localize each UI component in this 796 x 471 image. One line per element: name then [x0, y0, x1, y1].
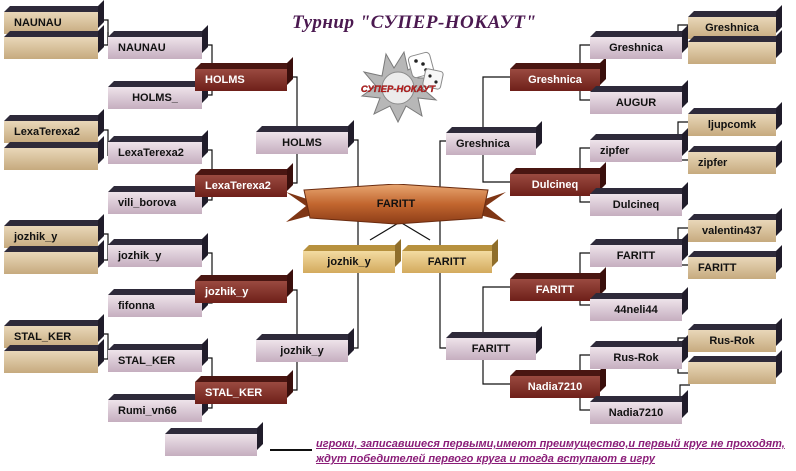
left-r0-slot-7: STAL_KER — [4, 326, 98, 348]
legend-slot — [165, 434, 257, 456]
left-r0-slot-1: NAUNAU — [4, 12, 98, 34]
left-r2-slot-2: LexaTerexa2 — [195, 175, 287, 197]
legend-line — [270, 449, 312, 451]
right-r2-slot-4: Nadia7210 — [510, 376, 600, 398]
left-r0-slot-8 — [4, 351, 98, 373]
right-r0-slot-4: zipfer — [688, 152, 776, 174]
right-r0-slot-3: ljupcomk — [688, 114, 776, 136]
finalist-right: FARITT — [402, 251, 492, 273]
right-r0-slot-1: Greshnica — [688, 17, 776, 39]
left-r1-slot-8: Rumi_vn66 — [108, 400, 202, 422]
right-r1-slot-3: zipfer — [590, 140, 682, 162]
final-banner-icon — [286, 184, 506, 225]
right-r0-slot-5: valentin437 — [688, 220, 776, 242]
right-r1-slot-4: Dulcineq — [590, 194, 682, 216]
left-r1-slot-2: HOLMS_ — [108, 87, 202, 109]
right-r0-slot-7: Rus-Rok — [688, 330, 776, 352]
legend-note: игроки, записавшиеся первыми,имеют преим… — [316, 438, 785, 465]
right-r2-slot-2: Dulcineq — [510, 174, 600, 196]
right-r0-slot-2 — [688, 42, 776, 64]
final-winner: FARITT — [376, 198, 416, 210]
left-r2-slot-3: jozhik_y — [195, 281, 287, 303]
right-r2-slot-1: Greshnica — [510, 69, 600, 91]
right-r0-slot-8 — [688, 362, 776, 384]
right-r0-slot-6: FARITT — [688, 257, 776, 279]
left-r0-slot-2 — [4, 37, 98, 59]
left-r1-slot-1: NAUNAU — [108, 37, 202, 59]
left-r1-slot-6: fifonna — [108, 295, 202, 317]
left-r1-slot-5: jozhik_y — [108, 245, 202, 267]
right-r1-slot-1: Greshnica — [590, 37, 682, 59]
right-r1-slot-5: FARITT — [590, 245, 682, 267]
left-r2-slot-4: STAL_KER — [195, 382, 287, 404]
finalist-left: jozhik_y — [303, 251, 395, 273]
left-r0-slot-4 — [4, 148, 98, 170]
left-r3-slot-1: HOLMS — [256, 132, 348, 154]
page-title: Турнир "СУПЕР-НОКАУТ" — [292, 12, 537, 33]
right-r2-slot-3: FARITT — [510, 279, 600, 301]
left-r2-slot-1: HOLMS — [195, 69, 287, 91]
right-r3-slot-1: Greshnica — [446, 133, 536, 155]
right-r3-slot-2: FARITT — [446, 338, 536, 360]
right-r1-slot-6: 44neli44 — [590, 299, 682, 321]
left-r0-slot-6 — [4, 252, 98, 274]
left-r0-slot-5: jozhik_y — [4, 226, 98, 248]
left-r3-slot-2: jozhik_y — [256, 340, 348, 362]
logo-text: СУПЕР-НОКАУТ — [361, 84, 436, 95]
right-r1-slot-8: Nadia7210 — [590, 402, 682, 424]
left-r1-slot-3: LexaTerexa2 — [108, 142, 202, 164]
left-r1-slot-4: vili_borova — [108, 192, 202, 214]
right-r1-slot-7: Rus-Rok — [590, 347, 682, 369]
right-r1-slot-2: AUGUR — [590, 92, 682, 114]
left-r0-slot-3: LexaTerexa2 — [4, 121, 98, 143]
tournament-logo: СУПЕР-НОКАУТ — [360, 50, 444, 124]
left-r1-slot-7: STAL_KER — [108, 350, 202, 372]
